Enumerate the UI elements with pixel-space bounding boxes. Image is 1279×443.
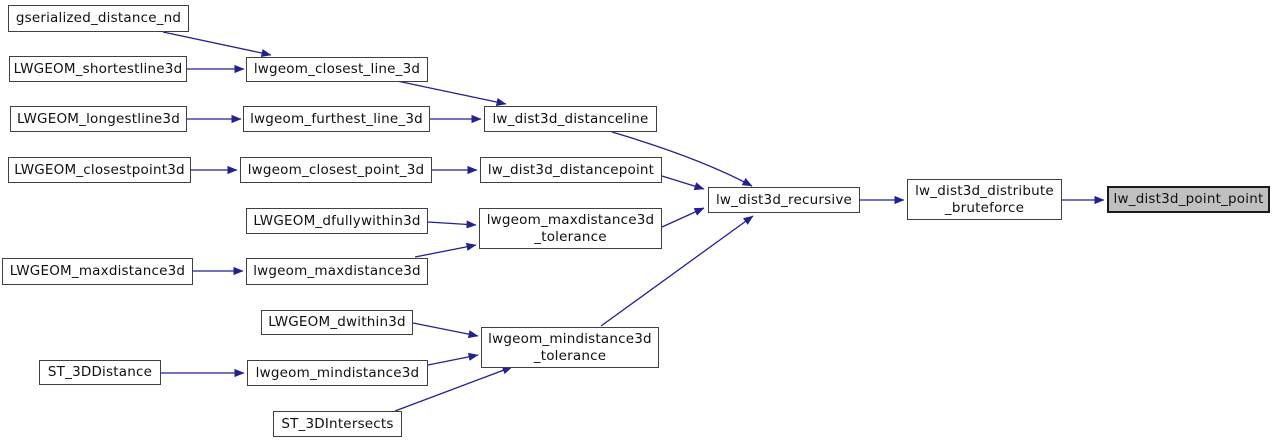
node-lw_dist3d_distribute_bruteforce[interactable]: lw_dist3d_distribute _bruteforce (907, 179, 1062, 220)
node-label: lw_dist3d_distanceline (492, 110, 649, 127)
node-lw_dist3d_recursive[interactable]: lw_dist3d_recursive (708, 187, 860, 213)
node-LWGEOM_dfullywithin3d[interactable]: LWGEOM_dfullywithin3d (246, 208, 428, 234)
node-lwgeom_mindistance3d_tolerance[interactable]: lwgeom_mindistance3d _tolerance (481, 327, 659, 368)
edge-lwgeom_maxdistance3d-to-lwgeom_maxdistance3d_tolerance (414, 242, 477, 258)
node-label: LWGEOM_maxdistance3d (9, 263, 186, 279)
node-LWGEOM_maxdistance3d[interactable]: LWGEOM_maxdistance3d (2, 258, 193, 285)
node-label: lwgeom_maxdistance3d _tolerance (486, 211, 655, 245)
node-lwgeom_furthest_line_3d[interactable]: lwgeom_furthest_line_3d (243, 106, 430, 132)
node-label: LWGEOM_dwithin3d (268, 314, 406, 330)
node-LWGEOM_shortestline3d[interactable]: LWGEOM_shortestline3d (9, 56, 187, 82)
node-gserialized_distance_nd[interactable]: gserialized_distance_nd (8, 5, 189, 32)
node-lwgeom_maxdistance3d[interactable]: lwgeom_maxdistance3d (246, 258, 428, 285)
node-LWGEOM_longestline3d[interactable]: LWGEOM_longestline3d (10, 106, 187, 132)
edge-LWGEOM_dfullywithin3d-to-lwgeom_maxdistance3d_tolerance (427, 220, 477, 229)
node-label: gserialized_distance_nd (15, 10, 182, 26)
node-label: LWGEOM_closestpoint3d (14, 161, 185, 178)
node-label: LWGEOM_dfullywithin3d (253, 212, 421, 229)
edge-lwgeom_maxdistance3d_tolerance-to-lw_dist3d_recursive (661, 207, 705, 228)
node-ST_3DDistance[interactable]: ST_3DDistance (39, 360, 161, 385)
node-label: lwgeom_mindistance3d (255, 364, 420, 381)
edge-gserialized_distance_nd-to-lwgeom_closest_line_3d (162, 31, 272, 58)
node-label: lw_dist3d_distribute _bruteforce (915, 182, 1054, 216)
node-lwgeom_maxdistance3d_tolerance[interactable]: lwgeom_maxdistance3d _tolerance (479, 208, 662, 249)
node-label: lwgeom_mindistance3d _tolerance (488, 330, 652, 364)
node-lwgeom_mindistance3d[interactable]: lwgeom_mindistance3d (247, 360, 428, 386)
edge-lw_dist3d_distancepoint-to-lw_dist3d_recursive (661, 175, 705, 191)
node-label: lw_dist3d_point_point (1113, 191, 1264, 207)
node-lw_dist3d_distancepoint[interactable]: lw_dist3d_distancepoint (480, 157, 662, 183)
node-lw_dist3d_point_point: lw_dist3d_point_point (1107, 186, 1270, 213)
node-label: lwgeom_closest_point_3d (247, 161, 425, 178)
node-label: ST_3DIntersects (281, 415, 394, 432)
node-lwgeom_closest_line_3d[interactable]: lwgeom_closest_line_3d (246, 57, 428, 82)
node-lwgeom_closest_point_3d[interactable]: lwgeom_closest_point_3d (240, 157, 432, 183)
node-label: LWGEOM_longestline3d (17, 110, 180, 127)
edge-lwgeom_mindistance3d-to-lwgeom_mindistance3d_tolerance (427, 352, 479, 366)
node-label: LWGEOM_shortestline3d (13, 60, 183, 77)
node-label: lw_dist3d_recursive (715, 191, 853, 208)
node-label: ST_3DDistance (47, 364, 153, 380)
node-ST_3DIntersects[interactable]: ST_3DIntersects (273, 411, 402, 437)
node-LWGEOM_dwithin3d[interactable]: LWGEOM_dwithin3d (261, 310, 413, 335)
edge-lwgeom_closest_line_3d-to-lw_dist3d_distanceline (396, 80, 507, 107)
edge-LWGEOM_dwithin3d-to-lwgeom_mindistance3d_tolerance (412, 322, 479, 339)
node-label: lw_dist3d_distancepoint (487, 161, 655, 178)
node-label: lwgeom_closest_line_3d (253, 61, 421, 77)
node-label: lwgeom_furthest_line_3d (250, 110, 423, 127)
node-lw_dist3d_distanceline[interactable]: lw_dist3d_distanceline (484, 106, 657, 132)
node-label: lwgeom_maxdistance3d (253, 263, 421, 279)
node-LWGEOM_closestpoint3d[interactable]: LWGEOM_closestpoint3d (8, 157, 191, 183)
